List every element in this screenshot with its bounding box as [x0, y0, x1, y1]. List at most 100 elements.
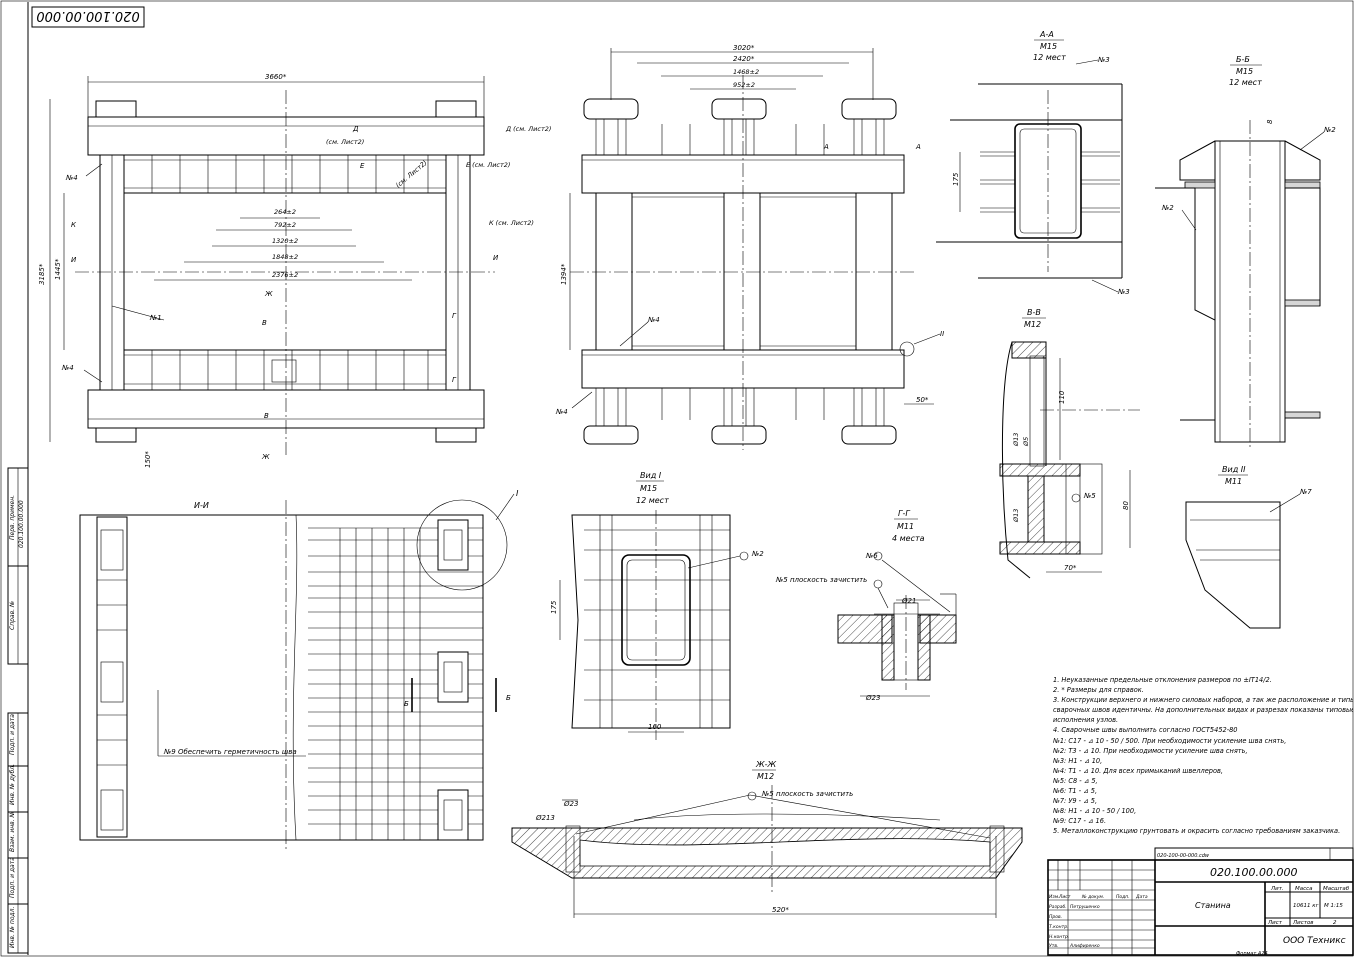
- note-line: №2: Т3 - ⊿ 10. При необходимости усилени…: [1053, 746, 1248, 755]
- tb-head-date: Дата: [1135, 894, 1148, 900]
- tb-scale: М 1:15: [1324, 903, 1343, 909]
- section-VV-dim-70: 70*: [1064, 564, 1077, 572]
- section-GG-scale: М11: [897, 522, 914, 531]
- section-VV-dim-80: 80: [1122, 501, 1130, 510]
- tb-sheets-label: Листов: [1292, 920, 1314, 926]
- view-II-title: Вид II: [1222, 465, 1246, 474]
- tb-approver: Алифиренко: [1069, 943, 1100, 949]
- tb-row-prov: Пров.: [1049, 914, 1062, 920]
- mark-D: Д: [352, 125, 359, 133]
- tb-head-ndoc: № докум.: [1081, 894, 1104, 900]
- section-GG-weld-5: №5 плоскость зачистить: [775, 576, 867, 584]
- section-VV-dim-5: Ø5: [1022, 437, 1030, 447]
- dim-1848: 1848±2: [272, 253, 298, 261]
- section-AA-weld-bottom: №3: [1117, 288, 1130, 296]
- weld-label-4-bottom: №4: [61, 364, 74, 372]
- tb-head-sign: Подп.: [1116, 894, 1130, 900]
- section-VV-dim-110: 110: [1058, 390, 1066, 404]
- dim-2420: 2420*: [733, 55, 755, 63]
- mark-A-left: А: [823, 143, 829, 151]
- section-ZhZh-title: Ж-Ж: [755, 760, 777, 769]
- mark-V-bottom: В: [264, 412, 269, 420]
- section-ZhZh: Ж-Ж М12 №5 плоскость зачистить Ø23 Ø213 …: [511, 760, 1023, 918]
- dim-1445: 1445*: [54, 258, 62, 280]
- note-line: сварочных швов идентичны. На дополнитель…: [1053, 706, 1353, 715]
- note-line: 1. Неуказанные предельные отклонения раз…: [1053, 676, 1272, 684]
- note-line: №5: С8 - ⊿ 5,: [1053, 776, 1098, 785]
- section-BB-weld-left: №2: [1161, 204, 1174, 212]
- note-line: 5. Металлоконструкцию грунтовать и окрас…: [1053, 827, 1341, 836]
- section-BB-dim: 8: [1266, 119, 1274, 124]
- dim-1394: 1394*: [560, 263, 568, 285]
- tb-row-utv: Утв.: [1049, 943, 1058, 949]
- section-GG-dim-23: Ø23: [865, 694, 880, 702]
- mark-G-bottom: Г: [452, 376, 457, 384]
- dim-3660: 3660*: [265, 73, 287, 81]
- note-line: №4: Т1 - ⊿ 10. Для всех примыканий швелл…: [1053, 766, 1223, 775]
- section-II-weld-9: №9 Обеспечить герметичность шва: [163, 748, 297, 756]
- dim-50: 50*: [916, 396, 929, 404]
- tb-head-list: Лист: [1058, 894, 1071, 900]
- weld-label-1: №1: [149, 314, 162, 322]
- view-main: 3660* 3185* 1445* 150* 264±2 792±2 1320±…: [38, 73, 551, 468]
- dim-3185: 3185*: [38, 263, 46, 285]
- mark-A-right: А: [915, 143, 921, 151]
- section-VV-title: В-В: [1027, 308, 1041, 317]
- note-line: №9: С17 - ⊿ 16.: [1053, 817, 1107, 826]
- tb-sheet-label: Лист: [1267, 920, 1283, 926]
- section-II-title: И-И: [194, 501, 209, 510]
- section-GG: Г-Г М11 4 места №6 №5 плоскость зачистит…: [775, 509, 957, 702]
- section-VV-dim-13b: Ø13: [1012, 509, 1020, 523]
- view-II-weld: №7: [1299, 488, 1312, 496]
- tb-col-scale: Масштаб: [1323, 886, 1350, 892]
- section-VV: В-В М12 110 Ø13 Ø5 Ø13 80 70* №5: [999, 308, 1140, 579]
- mark-G-top: Г: [452, 312, 457, 320]
- note-line: 3. Конструкции верхнего и нижнего силовы…: [1053, 696, 1353, 705]
- section-II: И-И: [79, 489, 519, 850]
- dim-792: 792±2: [274, 221, 296, 229]
- section-VV-weld: №5: [1083, 492, 1096, 500]
- title-block: 020-100-00-000.cdw 020.100.00.000 Станин…: [1047, 847, 1354, 957]
- mark-K: К: [71, 221, 77, 229]
- tb-row-tkontr: Т.контр.: [1049, 924, 1069, 930]
- tb-designation: 020.100.00.000: [1210, 866, 1297, 879]
- tb-format: Формат А24: [1236, 951, 1268, 957]
- stamp-inv-dubl: Инв. № дубл.: [9, 764, 16, 805]
- tb-name: Станина: [1195, 901, 1231, 910]
- dim-2376: 2376±2: [272, 271, 298, 279]
- note-line: №3: Н1 - ⊿ 10,: [1053, 756, 1103, 765]
- tb-developer: Петрушенко: [1070, 904, 1100, 910]
- tb-row-nkontr: Н.контр.: [1049, 934, 1069, 940]
- section-II-callout-I: I: [516, 489, 519, 498]
- section-AA-qty: 12 мест: [1033, 53, 1066, 62]
- designation-stamp: [31, 6, 145, 28]
- tb-head-izm: Изм.: [1049, 894, 1060, 900]
- section-AA-dim: 175: [952, 172, 960, 186]
- note-line: исполнения узлов.: [1053, 716, 1119, 725]
- section-AA: А-А М15 12 мест 175 №3 №3: [936, 30, 1130, 296]
- note-line: №1: С17 - ⊿ 10 - 50 / 500. При необходим…: [1053, 736, 1287, 745]
- section-VV-dim-13a: Ø13: [1012, 433, 1020, 447]
- stamp-inv-podl: Инв. № подл.: [9, 907, 16, 948]
- note-line: 2. * Размеры для справок.: [1053, 686, 1144, 695]
- note-line: №6: Т1 - ⊿ 5,: [1053, 787, 1098, 796]
- section-ZhZh-dim-213: Ø213: [535, 814, 555, 822]
- view-I-qty: 12 мест: [636, 496, 669, 505]
- stamp-podp-1: Подп. и дата: [9, 714, 16, 755]
- section-GG-qty: 4 места: [892, 534, 925, 543]
- section-II-mark-B: Б: [404, 700, 409, 708]
- tb-company: ООО Техникс: [1283, 936, 1346, 946]
- section-BB-title: Б-Б: [1236, 55, 1250, 64]
- dim-264: 264±2: [274, 208, 296, 216]
- section-GG-dim-21: Ø21: [901, 597, 916, 605]
- stamp-podp-2: Подп. и дата: [9, 857, 16, 898]
- dim-3020: 3020*: [733, 44, 755, 52]
- section-BB-scale: М15: [1236, 67, 1253, 76]
- mark-Zh-bottom: Ж: [261, 453, 270, 461]
- mark-D-right: Д (см. Лист2): [505, 125, 551, 133]
- sheet-number-box: [1329, 847, 1354, 861]
- section-GG-weld-6: №6: [865, 552, 878, 560]
